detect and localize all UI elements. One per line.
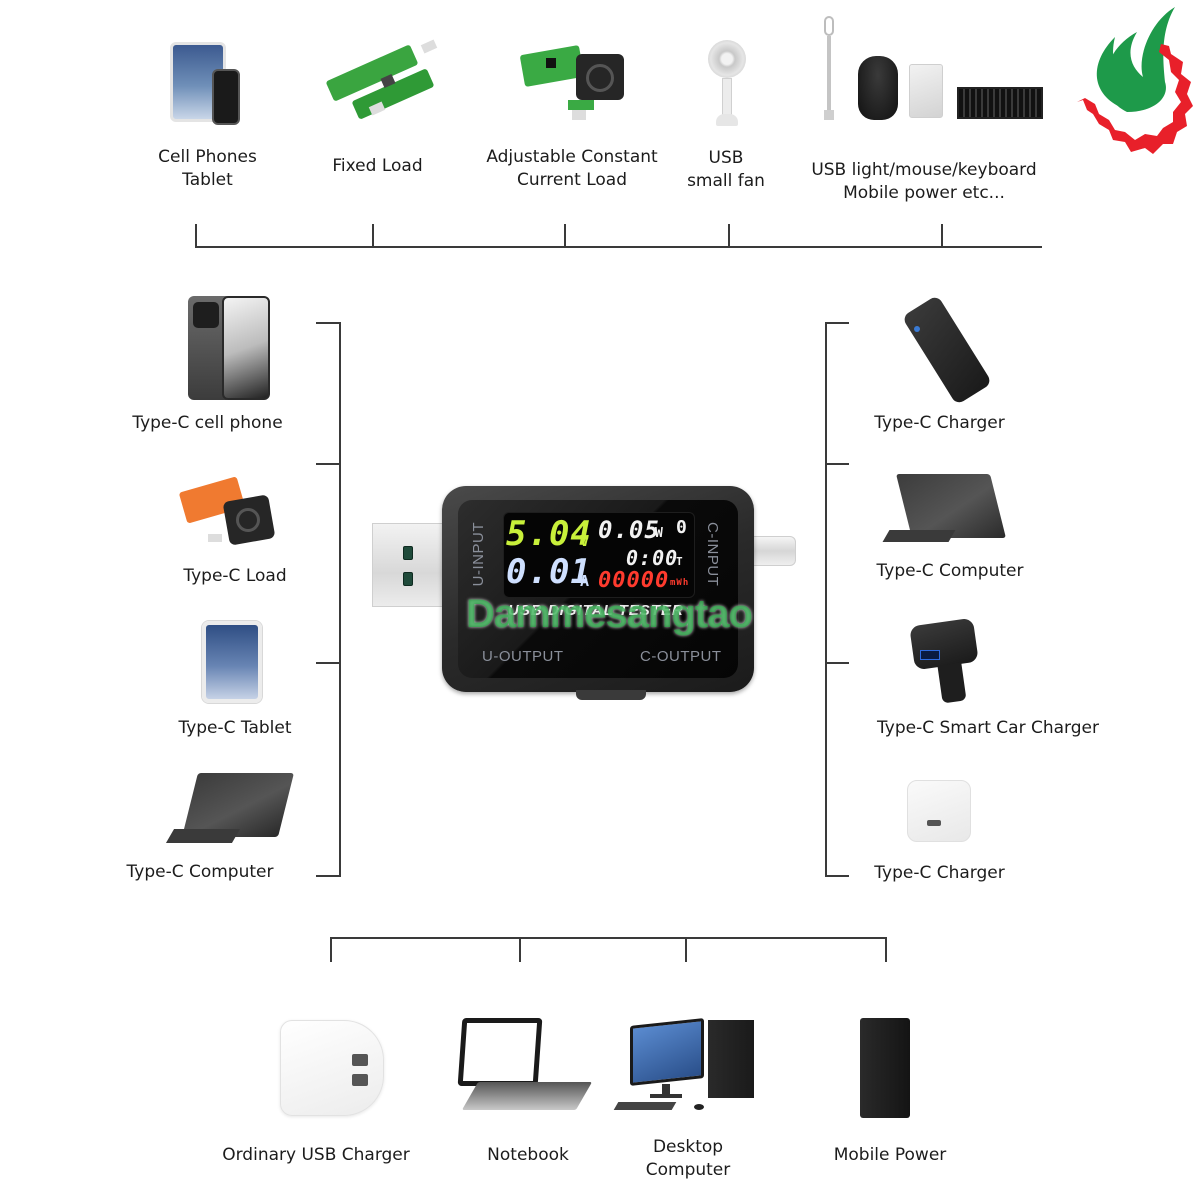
dual-usb-charger-icon bbox=[272, 1018, 388, 1118]
laptop-icon bbox=[882, 474, 1006, 552]
left-label-load: Type-C Load bbox=[183, 566, 287, 586]
bottom-bracket-tick bbox=[330, 937, 332, 962]
mobile-power-icon bbox=[860, 1018, 910, 1118]
current-readout: 0.01 bbox=[506, 552, 592, 592]
usb-light-icon bbox=[822, 16, 838, 120]
u-input-label: U-INPUT bbox=[470, 522, 487, 587]
power-unit: W bbox=[655, 526, 664, 541]
u-output-label: U-OUTPUT bbox=[482, 648, 564, 665]
tablet-phone-icon bbox=[168, 42, 244, 127]
brand-logo-icon bbox=[1077, 7, 1193, 154]
bottom-bracket-tick bbox=[685, 937, 687, 962]
usb-fan-icon bbox=[706, 40, 750, 128]
top-label-fixed-load: Fixed Load bbox=[332, 156, 423, 176]
bottom-label-desktop: Desktop Computer bbox=[645, 1137, 731, 1180]
right-bracket-tick bbox=[825, 463, 849, 465]
top-bracket-tick bbox=[728, 224, 730, 247]
left-bracket-tick bbox=[316, 875, 340, 877]
left-bracket-spine bbox=[339, 322, 341, 877]
right-bracket-tick bbox=[825, 875, 849, 877]
tester-label: USB DIGITAL TESTER bbox=[508, 602, 684, 619]
car-charger-icon bbox=[909, 617, 980, 704]
right-label-charger: Type-C Charger bbox=[874, 413, 1005, 433]
top-bracket-baseline bbox=[195, 246, 1042, 248]
top-label-cell-phones: Cell Phones Tablet bbox=[158, 147, 257, 190]
left-label-computer: Type-C Computer bbox=[126, 862, 274, 882]
top-bracket-tick bbox=[941, 224, 943, 247]
bottom-bracket-tick bbox=[885, 937, 887, 962]
mouse-icon bbox=[858, 56, 898, 120]
bottom-bracket-tick bbox=[519, 937, 521, 962]
top-label-usb-peripherals: USB light/mouse/keyboard Mobile power et… bbox=[811, 160, 1037, 203]
top-label-adjustable-load: Adjustable Constant Current Load bbox=[486, 147, 658, 190]
right-label-computer: Type-C Computer bbox=[876, 561, 1024, 581]
voltage-unit: V bbox=[580, 532, 591, 550]
top-bracket-tick bbox=[195, 224, 197, 247]
fixed-load-board-icon bbox=[322, 39, 442, 120]
left-bracket-tick bbox=[316, 463, 340, 465]
right-bracket-tick bbox=[825, 322, 849, 324]
c-output-label: C-OUTPUT bbox=[640, 648, 722, 665]
right-bracket-spine bbox=[825, 322, 827, 877]
laptop-icon bbox=[165, 773, 294, 851]
left-label-cell-phone: Type-C cell phone bbox=[132, 413, 283, 433]
gear-icon bbox=[1077, 44, 1193, 154]
right-label-car-charger: Type-C Smart Car Charger bbox=[877, 718, 1099, 738]
tablet-icon bbox=[202, 621, 262, 703]
device-button bbox=[576, 690, 646, 700]
mode-indicator: 0 bbox=[676, 517, 688, 538]
energy-readout: 00000 bbox=[598, 568, 670, 593]
top-bracket-tick bbox=[372, 224, 374, 247]
bottom-label-notebook: Notebook bbox=[487, 1145, 569, 1165]
right-label-wall-charger: Type-C Charger bbox=[874, 863, 1005, 883]
c-input-label: C-INPUT bbox=[704, 522, 721, 587]
notebook-icon bbox=[456, 1018, 593, 1118]
keyboard-icon bbox=[957, 87, 1043, 119]
watermark-text: Dammesangtao bbox=[466, 592, 753, 636]
smartphone-icon bbox=[188, 296, 272, 402]
usb-a-connector bbox=[372, 523, 444, 607]
top-bracket-tick bbox=[564, 224, 566, 247]
energy-unit: mWh bbox=[670, 578, 690, 588]
time-unit: T bbox=[676, 555, 684, 568]
bottom-label-mobile-power: Mobile Power bbox=[833, 1145, 947, 1165]
left-label-tablet: Type-C Tablet bbox=[178, 718, 292, 738]
usb-c-connector bbox=[752, 536, 796, 566]
flame-small-icon bbox=[1096, 37, 1125, 107]
desktop-computer-icon bbox=[612, 1018, 762, 1118]
current-unit: A bbox=[580, 572, 591, 590]
wall-charger-icon bbox=[905, 776, 977, 846]
power-bank-icon bbox=[901, 294, 993, 406]
left-bracket-tick bbox=[316, 322, 340, 324]
top-label-usb-fan: USB small fan bbox=[687, 148, 765, 191]
left-bracket-tick bbox=[316, 662, 340, 664]
bottom-label-usb-charger: Ordinary USB Charger bbox=[222, 1145, 410, 1165]
power-readout: 0.05 bbox=[598, 516, 660, 544]
time-readout: 0:00 bbox=[626, 546, 679, 570]
adjustable-load-fan-icon bbox=[512, 40, 642, 122]
voltage-readout: 5.04 bbox=[506, 514, 592, 554]
type-c-load-icon bbox=[172, 476, 292, 552]
hard-drive-icon bbox=[909, 64, 943, 118]
lcd-display bbox=[503, 512, 695, 598]
right-bracket-tick bbox=[825, 662, 849, 664]
bottom-bracket-baseline bbox=[330, 937, 887, 939]
